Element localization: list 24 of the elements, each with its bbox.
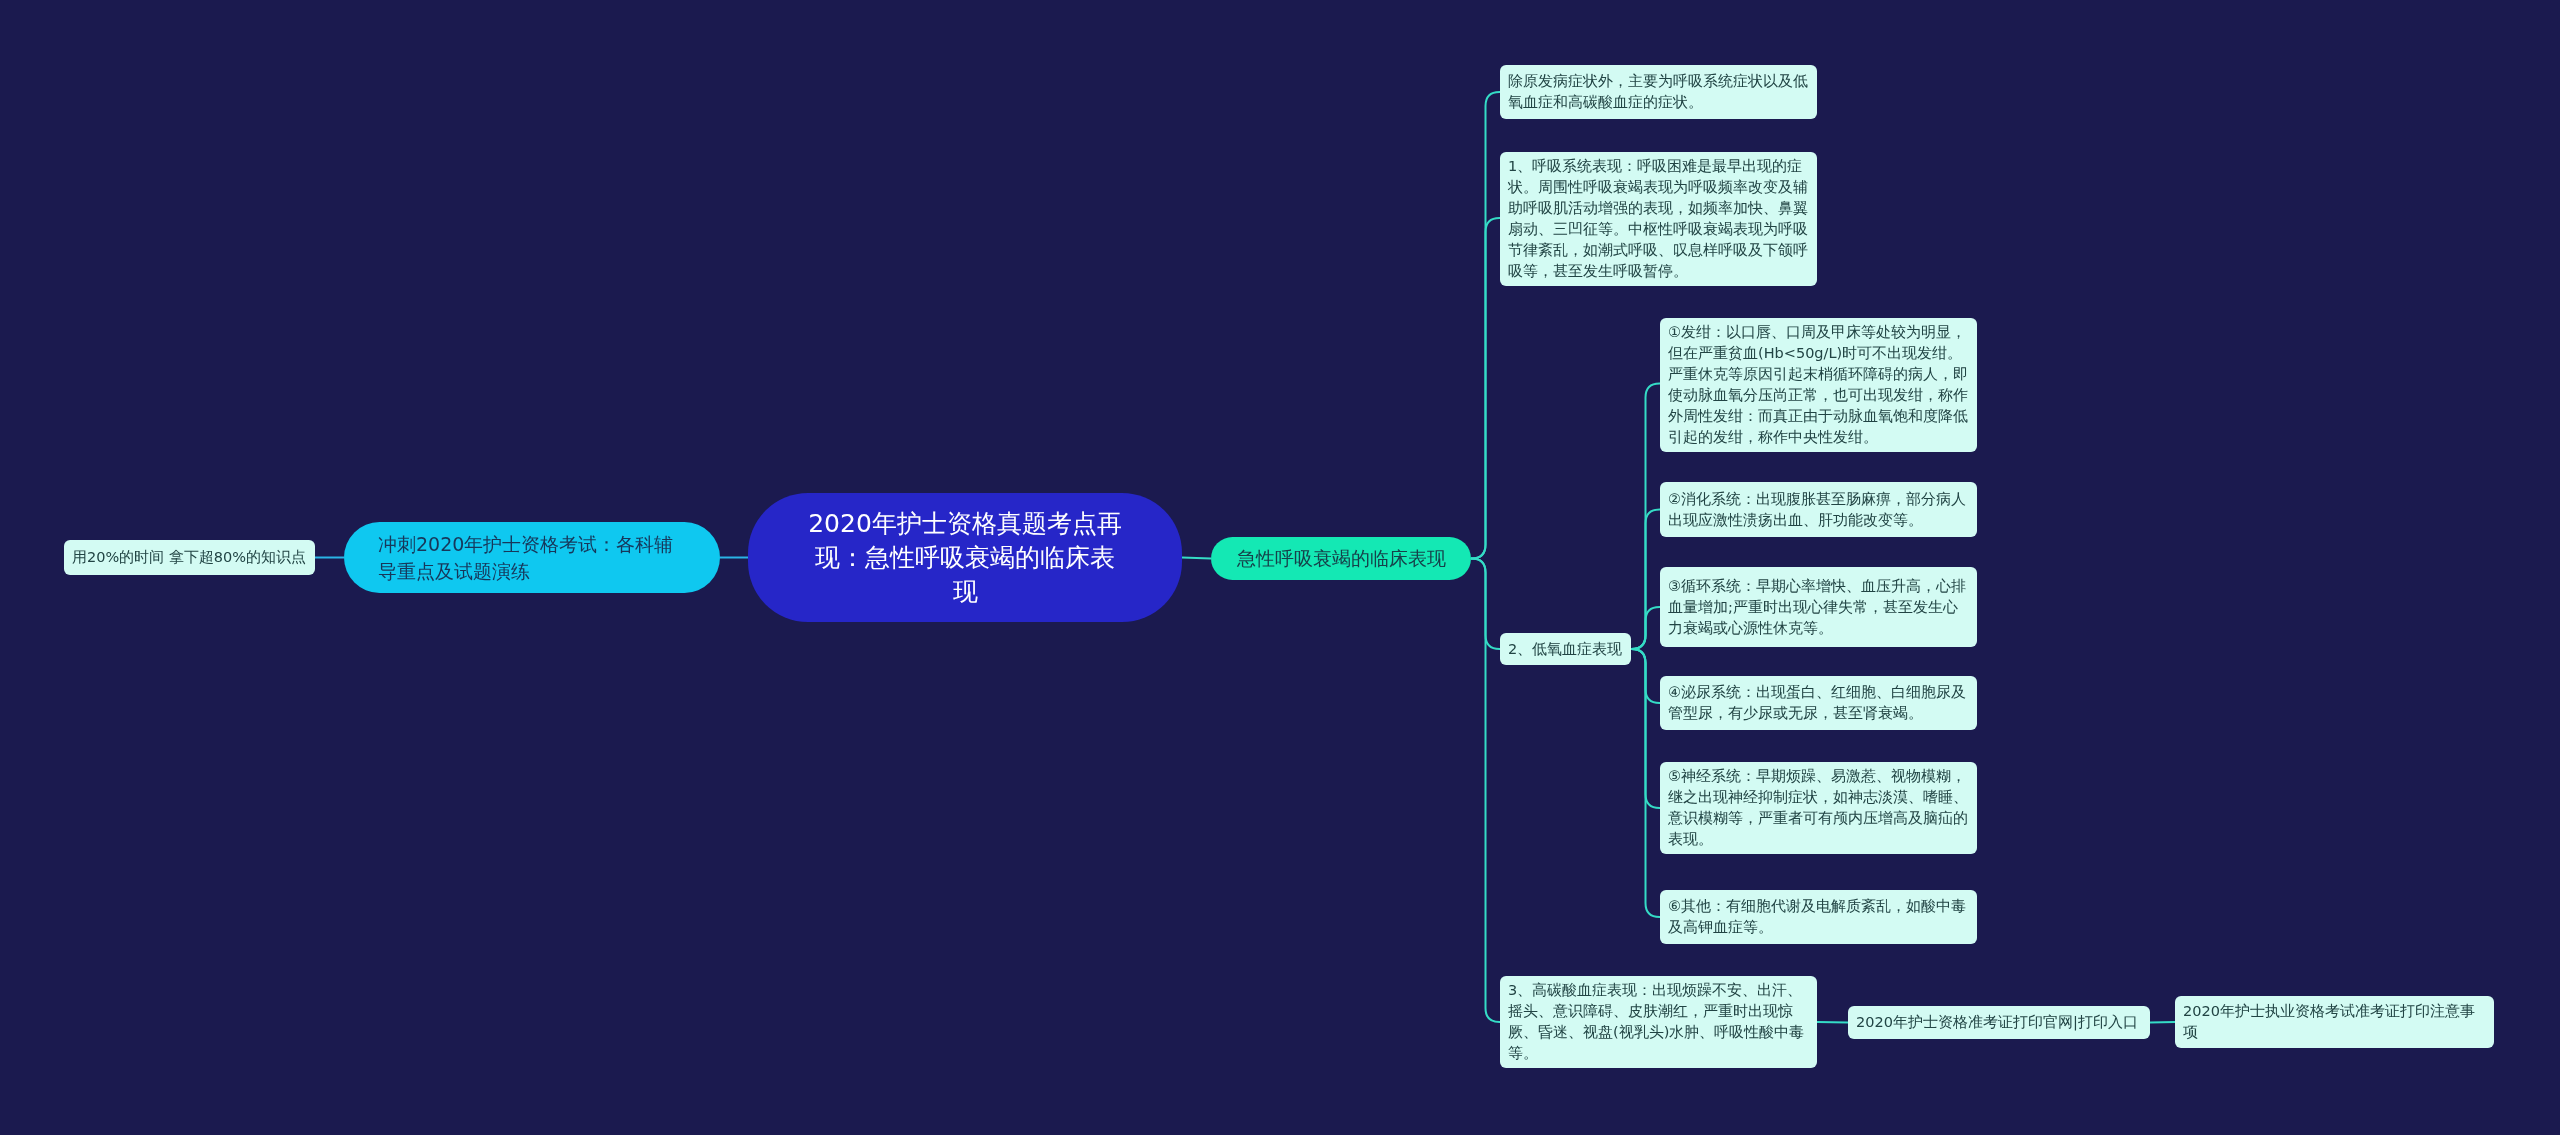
connector-line bbox=[1816, 1021, 1849, 1024]
connector-line bbox=[2149, 1021, 2176, 1024]
topic-box: ①发绀：以口唇、口周及甲床等处较为明显，但在严重贫血(Hb<50g/L)时可不出现发绀。严重休克等原因引起末梢循环障碍的病人，即使动脉血氧分压尚正常，也可出现发绀，称作外周性发绀：而真正由于动脉血氧饱和度降低引起的发绀，称作中央性发绀。 bbox=[1660, 318, 1977, 452]
topic-box: ⑤神经系统：早期烦躁、易激惹、视物模糊，继之出现神经抑制症状，如神志淡漠、嗜睡、意识模糊等，严重者可有颅内压增高及脑疝的表现。 bbox=[1660, 762, 1977, 854]
topic-box: 冲刺2020年护士资格考试：各科辅导重点及试题演练 bbox=[344, 522, 720, 593]
connector-line bbox=[314, 556, 345, 559]
topic-box: 用20%的时间 拿下超80%的知识点 bbox=[64, 540, 315, 575]
topic-box: 2020年护士资格准考证打印官网|打印入口 bbox=[1848, 1006, 2150, 1039]
connector-line bbox=[1181, 556, 1212, 560]
topic-box: ③循环系统：早期心率增快、血压升高，心排血量增加;严重时出现心律失常，甚至发生心力衰竭或心源性休克等。 bbox=[1660, 567, 1977, 647]
connector-line bbox=[1470, 217, 1501, 560]
topic-box: 除原发病症状外，主要为呼吸系统症状以及低氧血症和高碳酸血症的症状。 bbox=[1500, 65, 1817, 119]
topic-box: 1、呼吸系统表现：呼吸困难是最早出现的症状。周围性呼吸衰竭表现为呼吸频率改变及辅助呼吸肌活动增强的表现，如频率加快、鼻翼扇动、三凹征等。中枢性呼吸衰竭表现为呼吸节律紊乱，如潮式呼吸、叹息样呼吸及下颌呼吸等，甚至发生呼吸暂停。 bbox=[1500, 152, 1817, 286]
central-topic-box: 2020年护士资格真题考点再现：急性呼吸衰竭的临床表现 bbox=[748, 493, 1182, 622]
connector-line bbox=[1470, 557, 1501, 1023]
topic-box: ④泌尿系统：出现蛋白、红细胞、白细胞尿及管型尿，有少尿或无尿，甚至肾衰竭。 bbox=[1660, 676, 1977, 730]
topic-box: ⑥其他：有细胞代谢及电解质紊乱，如酸中毒及高钾血症等。 bbox=[1660, 890, 1977, 944]
connector-line bbox=[719, 556, 749, 559]
topic-box: ②消化系统：出现腹胀甚至肠麻痹，部分病人出现应激性溃疡出血、肝功能改变等。 bbox=[1660, 482, 1977, 537]
topic-box: 急性呼吸衰竭的临床表现 bbox=[1211, 537, 1471, 580]
topic-box: 2、低氧血症表现 bbox=[1500, 633, 1631, 665]
connector-line bbox=[1630, 648, 1661, 918]
topic-box: 2020年护士执业资格考试准考证打印注意事项 bbox=[2175, 996, 2494, 1048]
topic-box: 3、高碳酸血症表现：出现烦躁不安、出汗、摇头、意识障碍、皮肤潮红，严重时出现惊厥、昏迷、视盘(视乳头)水肿、呼吸性酸中毒等。 bbox=[1500, 976, 1817, 1068]
